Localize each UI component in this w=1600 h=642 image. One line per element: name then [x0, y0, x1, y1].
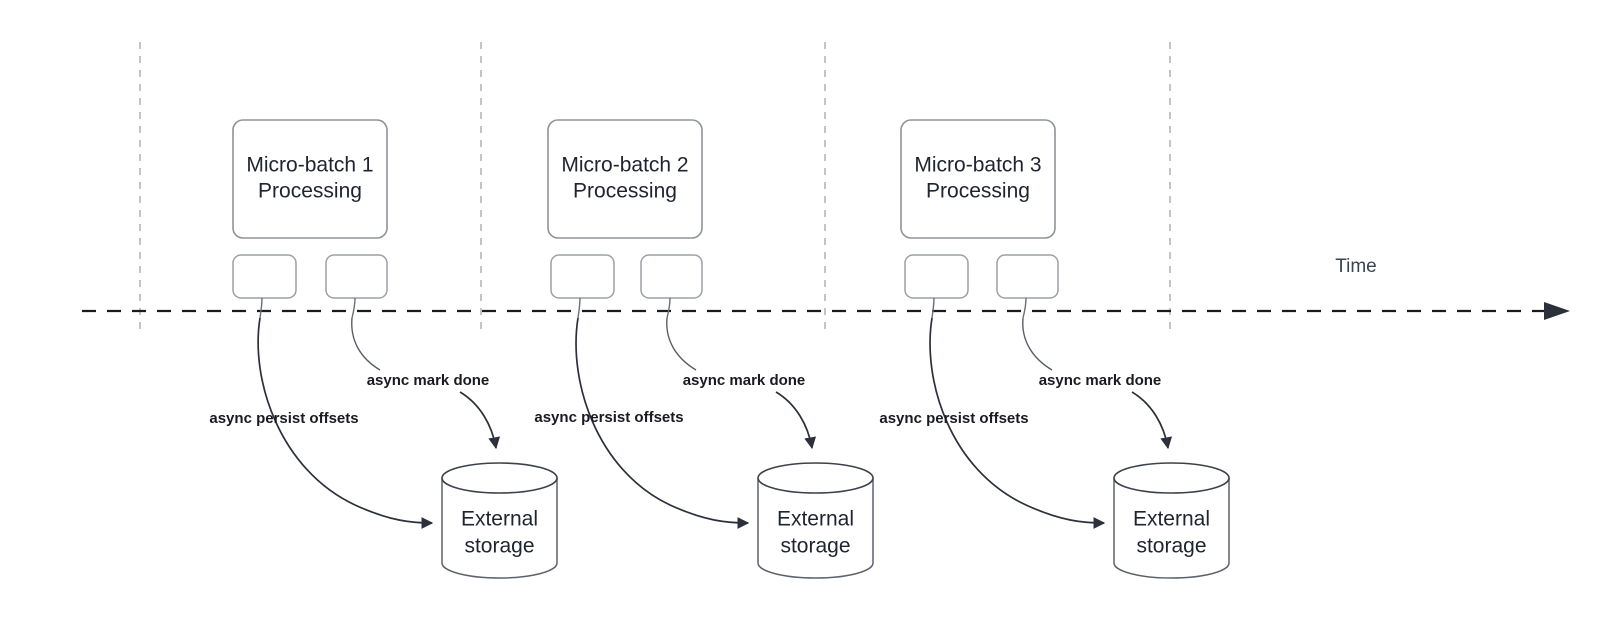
micro-batch-3-label-line1: Micro-batch 3 — [914, 154, 1041, 177]
micro-batch-3-box[interactable]: Micro-batch 3 Processing — [900, 119, 1056, 239]
micro-batch-2-rect[interactable] — [547, 119, 703, 239]
micro-batch-1-task-right-stem — [351, 297, 356, 319]
micro-batch-2-task-right-box[interactable] — [640, 254, 703, 299]
micro-batch-3-label-line2: Processing — [926, 180, 1030, 203]
micro-batch-1-rect[interactable] — [232, 119, 388, 239]
micro-batch-2-persist-offsets-curve — [575, 317, 750, 529]
external-storage-3[interactable]: External storage — [1113, 462, 1230, 579]
micro-batch-2-box[interactable]: Micro-batch 2 Processing — [547, 119, 703, 239]
time-axis-label: Time — [1335, 256, 1377, 277]
external-storage-1-label-line2: storage — [464, 535, 534, 558]
micro-batch-1-box[interactable]: Micro-batch 1 Processing — [232, 119, 388, 239]
group-2: Micro-batch 2 Processing async persist o… — [534, 119, 874, 579]
micro-batch-3-rect[interactable] — [900, 119, 1056, 239]
external-storage-1-label-line1: External — [461, 508, 538, 531]
micro-batch-1-label-line2: Processing — [258, 180, 362, 203]
external-storage-2-label-line1: External — [777, 508, 854, 531]
micro-batch-3-persist-offsets-label: async persist offsets — [879, 410, 1028, 427]
micro-batch-2-task-left-stem — [577, 297, 581, 319]
external-storage-3-label-line2: storage — [1136, 535, 1206, 558]
micro-batch-1-task-right-box[interactable] — [325, 254, 388, 299]
micro-batch-1-mark-done-label: async mark done — [367, 372, 490, 389]
micro-batch-3-task-right-stem — [1022, 297, 1027, 319]
micro-batch-1-persist-offsets-label: async persist offsets — [209, 410, 358, 427]
micro-batch-2-label-line2: Processing — [573, 180, 677, 203]
micro-batch-3-persist-offsets-curve — [929, 317, 1106, 529]
time-axis-arrowhead — [1544, 302, 1570, 320]
external-storage-1-body[interactable] — [441, 478, 558, 579]
batch-boundary-lines — [139, 42, 1171, 332]
external-storage-1-top — [441, 462, 558, 494]
external-storage-3-body[interactable] — [1113, 478, 1230, 579]
micro-batch-2-task-right-stem — [666, 297, 671, 319]
time-axis: Time — [82, 256, 1570, 320]
micro-batch-3-task-left-box[interactable] — [904, 254, 969, 299]
micro-batch-3-mark-done-curve-tail — [1131, 391, 1173, 450]
micro-batch-2-label-line1: Micro-batch 2 — [561, 154, 688, 177]
external-storage-2-top — [757, 462, 874, 494]
micro-batch-3-task-left-stem — [931, 297, 935, 319]
external-storage-2[interactable]: External storage — [757, 462, 874, 579]
micro-batch-3-mark-done-label: async mark done — [1039, 372, 1162, 389]
external-storage-3-label-line1: External — [1133, 508, 1210, 531]
micro-batch-1-persist-offsets-curve — [257, 317, 434, 529]
micro-batch-2-mark-done-label: async mark done — [683, 372, 806, 389]
micro-batch-1-mark-done-curve — [351, 317, 381, 371]
external-storage-3-top — [1113, 462, 1230, 494]
external-storage-2-label-line2: storage — [780, 535, 850, 558]
micro-batch-3-mark-done-curve — [1022, 317, 1053, 371]
group-1: Micro-batch 1 Processing async persist o… — [209, 119, 558, 579]
group-3: Micro-batch 3 Processing async persist o… — [879, 119, 1230, 579]
micro-batch-1-label-line1: Micro-batch 1 — [246, 154, 373, 177]
micro-batch-2-persist-offsets-label: async persist offsets — [534, 409, 683, 426]
micro-batch-1-task-left-box[interactable] — [232, 254, 297, 299]
external-storage-2-body[interactable] — [757, 478, 874, 579]
micro-batch-1-mark-done-curve-tail — [459, 391, 501, 450]
micro-batch-1-task-left-stem — [259, 297, 263, 319]
micro-batch-2-mark-done-curve — [666, 317, 697, 371]
micro-batch-2-mark-done-curve-tail — [775, 391, 817, 450]
micro-batch-2-task-left-box[interactable] — [550, 254, 615, 299]
external-storage-1[interactable]: External storage — [441, 462, 558, 579]
micro-batch-3-task-right-box[interactable] — [996, 254, 1059, 299]
